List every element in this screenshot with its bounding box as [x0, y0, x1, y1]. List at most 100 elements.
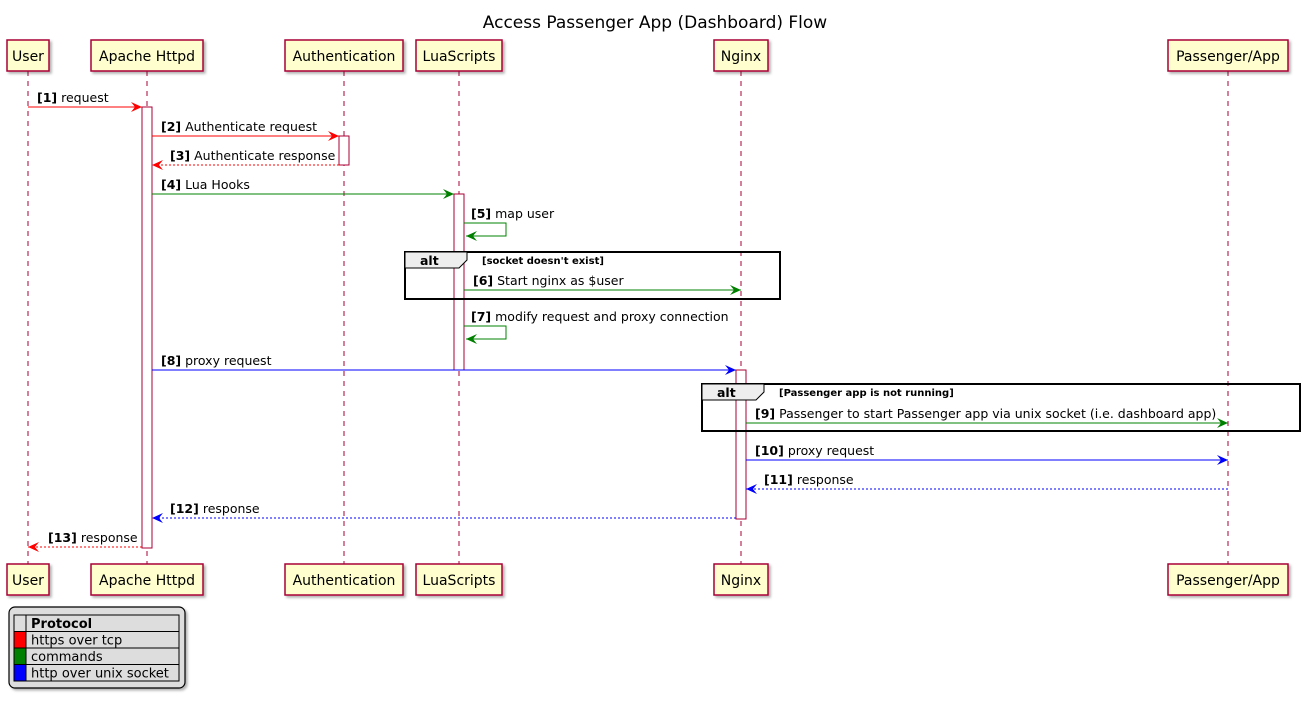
- legend-label: https over tcp: [31, 634, 122, 649]
- participant-box: [713, 563, 769, 596]
- participant-label: Passenger/App: [1176, 573, 1280, 589]
- participant-label: Nginx: [721, 49, 761, 65]
- message-text: Authenticate response: [194, 148, 335, 163]
- activation-nginx: [735, 369, 747, 520]
- participant-box: [6, 39, 50, 72]
- message-label: [6] Start nginx as $user: [473, 273, 624, 288]
- message-1: [1] request: [28, 90, 142, 112]
- message-label: [10] proxy request: [755, 443, 874, 458]
- message-number: [1]: [37, 90, 57, 105]
- participant-apache-top: Apache Httpd: [90, 39, 204, 72]
- message-text: response: [203, 501, 260, 516]
- message-text: modify request and proxy connection: [495, 309, 728, 324]
- messages: [1] request [2]Authenticate request [3] Auth…: [28, 90, 1228, 552]
- participant-box: [284, 39, 404, 72]
- participant-auth-bottom: Authentication: [284, 563, 404, 596]
- message-5: [5] map user: [464, 206, 555, 241]
- message-label: [12] response: [170, 501, 260, 516]
- message-2: [2]Authenticate request: [152, 119, 339, 141]
- message-number: [7]: [471, 309, 491, 324]
- message-number: [5]: [471, 206, 491, 221]
- alt-fragments: alt[socket doesn't exist]alt[Passenger a…: [404, 251, 1301, 432]
- activation-bars: [141, 106, 747, 549]
- message-12: [12] response: [152, 501, 736, 523]
- message-text: Passenger to start Passenger app via uni…: [779, 406, 1216, 421]
- participant-box: [284, 563, 404, 596]
- message-text: Start nginx as $user: [497, 273, 624, 288]
- message-number: [8]: [161, 353, 181, 368]
- message-label: [13] response: [48, 530, 138, 545]
- message-10: [10] proxy request: [746, 443, 1228, 465]
- message-label: [4] Lua Hooks: [161, 177, 250, 192]
- message-8: [8]proxy request: [152, 353, 736, 375]
- participant-label: LuaScripts: [423, 49, 496, 65]
- participant-nginx-top: Nginx: [713, 39, 769, 72]
- legend-label: commands: [31, 650, 103, 665]
- participant-label: Apache Httpd: [99, 573, 195, 589]
- participant-box: [90, 563, 204, 596]
- message-3: [3] Authenticate response: [152, 148, 339, 170]
- message-text: Authenticate request: [185, 119, 317, 134]
- participant-passenger-top: Passenger/App: [1167, 39, 1289, 72]
- message-7: [7] modify request and proxy connection: [464, 309, 729, 344]
- legend-swatch: [14, 665, 26, 681]
- message-label: [8]proxy request: [161, 353, 272, 368]
- participant-label: Passenger/App: [1176, 49, 1280, 65]
- message-text: proxy request: [788, 443, 874, 458]
- alt-frame-border: [701, 383, 1301, 432]
- diagram-title: Access Passenger App (Dashboard) Flow: [483, 13, 828, 33]
- activation-lua: [453, 193, 465, 371]
- participant-box: [713, 39, 769, 72]
- legend-row: [13, 664, 180, 682]
- participant-label: Nginx: [721, 573, 761, 589]
- legend-label: http over unix socket: [31, 667, 169, 682]
- message-text: Lua Hooks: [185, 177, 250, 192]
- message-number: [10]: [755, 443, 784, 458]
- message-number: [6]: [473, 273, 493, 288]
- message-arrow: [464, 325, 507, 344]
- participant-label: LuaScripts: [423, 573, 496, 589]
- participant-apache-bottom: Apache Httpd: [90, 563, 204, 596]
- participants-bottom: User Apache Httpd Authentication LuaScripts…: [6, 563, 1289, 596]
- legend-header: Protocol: [31, 617, 92, 632]
- participant-label: User: [12, 49, 44, 65]
- message-number: [12]: [170, 501, 199, 516]
- alt-condition: [Passenger app is not running]: [779, 388, 954, 399]
- activation-apache: [141, 106, 153, 549]
- message-9: [9]Passenger to start Passenger app via …: [746, 406, 1228, 428]
- message-4: [4] Lua Hooks: [152, 177, 454, 199]
- message-text: response: [81, 530, 138, 545]
- participant-box: [415, 563, 503, 596]
- participant-lua-top: LuaScripts: [415, 39, 503, 72]
- alt-keyword: alt: [717, 385, 736, 400]
- activation-auth: [338, 135, 350, 166]
- message-label: [7] modify request and proxy connection: [471, 309, 729, 324]
- message-number: [4]: [161, 177, 181, 192]
- participant-nginx-bottom: Nginx: [713, 563, 769, 596]
- participant-auth-top: Authentication: [284, 39, 404, 72]
- participant-passenger-bottom: Passenger/App: [1167, 563, 1289, 596]
- participant-user-top: User: [6, 39, 50, 72]
- message-label: [1] request: [37, 90, 109, 105]
- participant-box: [6, 563, 50, 596]
- message-number: [11]: [764, 472, 793, 487]
- message-text: request: [61, 90, 109, 105]
- participant-label: Apache Httpd: [99, 49, 195, 65]
- participant-label: User: [12, 573, 44, 589]
- message-label: [2]Authenticate request: [161, 119, 317, 134]
- message-number: [3]: [170, 148, 190, 163]
- message-text: map user: [495, 206, 555, 221]
- participant-box: [90, 39, 204, 72]
- participant-box: [1167, 563, 1289, 596]
- message-number: [13]: [48, 530, 77, 545]
- message-13: [13] response: [28, 530, 142, 552]
- participant-user-bottom: User: [6, 563, 50, 596]
- message-text: response: [797, 472, 854, 487]
- message-arrow: [464, 222, 507, 241]
- message-label: [5] map user: [471, 206, 555, 221]
- participant-box: [415, 39, 503, 72]
- participant-label: Authentication: [293, 573, 396, 589]
- participant-lua-bottom: LuaScripts: [415, 563, 503, 596]
- participants-top: User Apache Httpd Authentication LuaScripts…: [6, 39, 1289, 72]
